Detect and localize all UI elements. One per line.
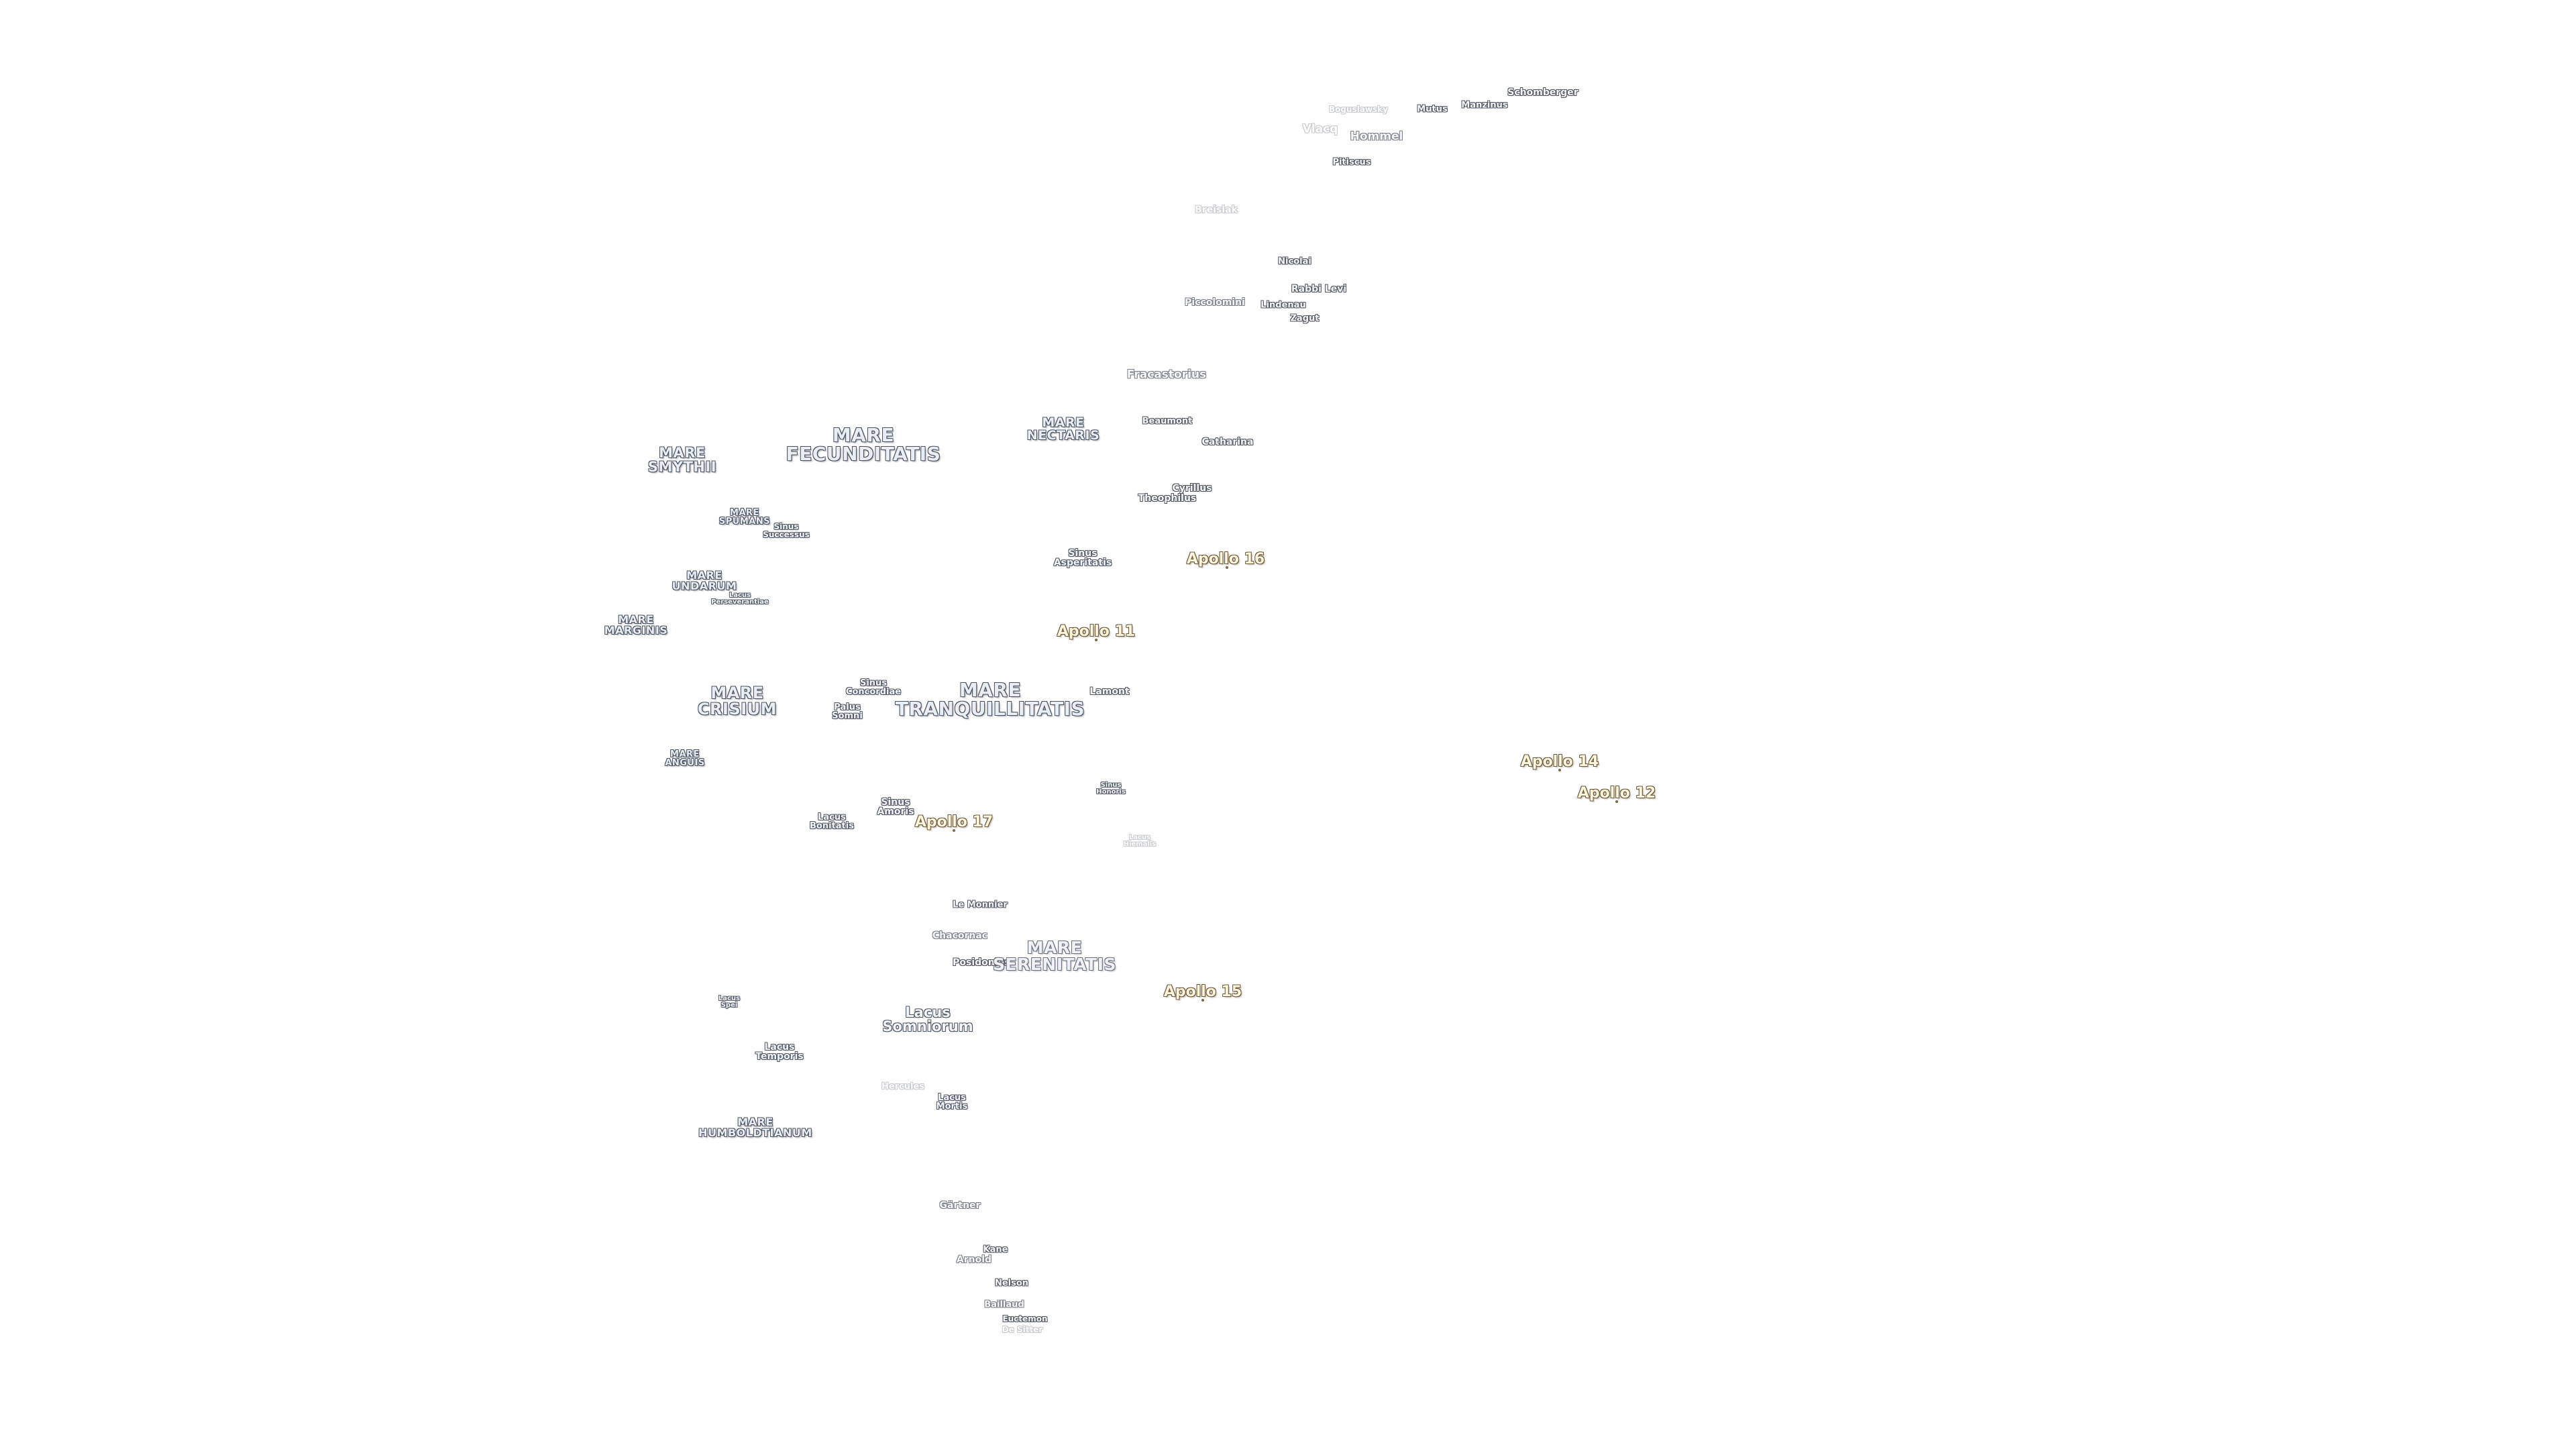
apollo-15-label[interactable]: Apollo 15 (1163, 983, 1242, 1000)
crater-label-cyrillus[interactable]: Cyrillus (1172, 483, 1212, 494)
crater-label-breislak[interactable]: Breislak (1195, 205, 1238, 215)
crater-label-kane[interactable]: Kane (983, 1244, 1008, 1255)
crater-label-gartner[interactable]: Gärtner (939, 1200, 981, 1211)
apollo-12-label[interactable]: Apollo 12 (1577, 785, 1656, 802)
mare-label-smythii[interactable]: MARE SMYTHII (647, 445, 717, 475)
apollo-16-label[interactable]: Apollo 16 (1186, 551, 1265, 568)
crater-label-manzinus[interactable]: Manzinus (1461, 100, 1508, 111)
palus-label-somni[interactable]: Palus Somni (832, 702, 863, 721)
crater-label-catharina[interactable]: Catharina (1201, 437, 1254, 447)
crater-label-hommel[interactable]: Hommel (1350, 129, 1403, 144)
crater-label-nicolai[interactable]: Nicolai (1278, 256, 1311, 267)
sinus-label-asperitatis[interactable]: Sinus Asperitatis (1053, 548, 1112, 568)
sinus-label-successus[interactable]: Sinus Successus (763, 522, 810, 539)
crater-label-hercules[interactable]: Hercules (881, 1081, 925, 1092)
crater-label-le-monnier[interactable]: Le Monnier (953, 900, 1008, 910)
crater-label-schomberger[interactable]: Schomberger (1507, 87, 1578, 98)
lacus-label-temporis[interactable]: Lacus Temporis (755, 1042, 804, 1062)
sinus-label-honoris[interactable]: Sinus Honoris (1096, 782, 1126, 796)
crater-label-rabbi-levi[interactable]: Rabbi Levi (1291, 284, 1347, 294)
mare-label-spumans[interactable]: MARE SPUMANS (718, 508, 771, 527)
crater-label-beaumont[interactable]: Beaumont (1142, 416, 1193, 427)
mare-label-tranquillitatis[interactable]: MARE TRANQUILLITATIS (895, 679, 1085, 720)
mare-label-marginis[interactable]: MARE MARGINIS (604, 613, 668, 637)
apollo-16-site-marker[interactable] (1226, 566, 1228, 569)
crater-label-posidonius[interactable]: Posidonius (953, 957, 1010, 968)
crater-label-lindenau[interactable]: Lindenau (1260, 300, 1306, 311)
lacus-label-mortis[interactable]: Lacus Mortis (936, 1093, 968, 1112)
lacus-label-somniorum[interactable]: Lacus Somniorum (882, 1004, 973, 1034)
crater-label-de-sitter[interactable]: De Sitter (1002, 1325, 1043, 1334)
mare-label-serenitatis[interactable]: MARE SERENITATIS (992, 938, 1117, 974)
lacus-label-perseverantiae[interactable]: Lacus Perseverantiae (711, 592, 769, 606)
mare-label-undarum[interactable]: MARE UNDARUM (672, 569, 737, 592)
apollo-15-site-marker[interactable] (1201, 999, 1204, 1002)
mare-label-crisium[interactable]: MARE CRISIUM (697, 684, 777, 718)
lacus-label-spei[interactable]: Lacus Spei (718, 995, 741, 1009)
apollo-12-site-marker[interactable] (1615, 800, 1618, 803)
crater-label-fracastorius[interactable]: Fracastorius (1126, 368, 1207, 382)
crater-label-arnold[interactable]: Arnold (956, 1254, 992, 1265)
mare-label-anguis[interactable]: MARE ANGUIS (665, 749, 705, 768)
mare-label-nectaris[interactable]: MARE NECTARIS (1026, 415, 1100, 443)
apollo-14-site-marker[interactable] (1558, 769, 1561, 771)
crater-label-mutus[interactable]: Mutus (1417, 104, 1448, 115)
crater-label-chacornac[interactable]: Chacornac (932, 930, 988, 941)
crater-label-nelson[interactable]: Nelson (994, 1278, 1029, 1289)
crater-label-vlacq[interactable]: Vlacq (1302, 122, 1338, 136)
crater-label-boguslawsky[interactable]: Boguslawsky (1329, 105, 1388, 114)
apollo-17-site-marker[interactable] (953, 829, 955, 832)
sinus-label-amoris[interactable]: Sinus Amoris (877, 797, 914, 817)
crater-label-zagut[interactable]: Zagut (1290, 313, 1320, 324)
mare-label-fecunditatis[interactable]: MARE FECUNDITATIS (786, 424, 941, 465)
apollo-11-label[interactable]: Apollo 11 (1057, 623, 1136, 640)
mare-label-humboldtianum[interactable]: MARE HUMBOLDTIANUM (698, 1116, 812, 1139)
apollo-17-label[interactable]: Apollo 17 (914, 814, 994, 830)
crater-label-euctemon[interactable]: Euctemon (1002, 1314, 1048, 1324)
crater-label-lamont[interactable]: Lamont (1089, 686, 1130, 697)
lacus-label-bonitatis[interactable]: Lacus Bonitatis (810, 812, 854, 831)
crater-label-pitiscus[interactable]: Pitiscus (1332, 157, 1371, 168)
lacus-label-hiemalis[interactable]: Lacus Hiemalis (1123, 834, 1157, 848)
apollo-14-label[interactable]: Apollo 14 (1520, 753, 1599, 770)
crater-label-piccolomini[interactable]: Piccolomini (1185, 297, 1245, 308)
sinus-label-concordiae[interactable]: Sinus Concordiae (845, 678, 902, 697)
crater-label-theophilus[interactable]: Theophilus (1138, 493, 1197, 504)
apollo-11-site-marker[interactable] (1095, 639, 1097, 641)
crater-label-baillaud[interactable]: Baillaud (984, 1299, 1024, 1310)
